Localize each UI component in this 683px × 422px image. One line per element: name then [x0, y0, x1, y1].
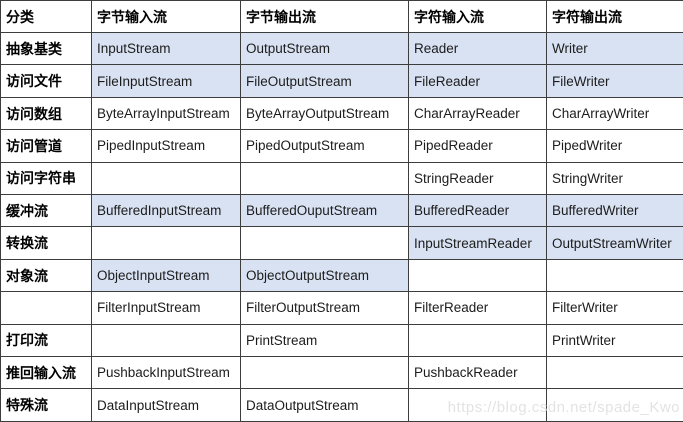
- stream-class-cell: [546, 258, 683, 293]
- stream-class-cell: PrintStream: [240, 323, 409, 358]
- stream-class-cell: PipedInputStream: [91, 129, 241, 163]
- category-cell: 缓冲流: [0, 194, 92, 228]
- stream-class-cell: [240, 226, 409, 260]
- stream-class-cell: [408, 388, 547, 422]
- stream-class-cell: FileInputStream: [91, 64, 241, 98]
- stream-class-cell: FilterWriter: [546, 291, 683, 325]
- stream-class-cell: [91, 226, 241, 260]
- stream-class-cell: [240, 161, 409, 196]
- category-cell: 对象流: [0, 258, 92, 293]
- stream-class-cell: PrintWriter: [546, 323, 683, 358]
- stream-class-cell: OutputStreamWriter: [546, 226, 683, 260]
- stream-class-cell: PipedWriter: [546, 129, 683, 163]
- stream-class-cell: InputStreamReader: [408, 226, 547, 260]
- stream-class-cell: InputStream: [91, 31, 241, 66]
- stream-class-cell: [240, 356, 409, 390]
- stream-class-cell: [408, 323, 547, 358]
- stream-class-cell: BufferedWriter: [546, 194, 683, 228]
- stream-class-cell: StringWriter: [546, 161, 683, 196]
- stream-class-cell: Reader: [408, 31, 547, 66]
- stream-class-cell: PipedReader: [408, 129, 547, 163]
- stream-class-cell: [91, 323, 241, 358]
- category-cell: 访问文件: [0, 64, 92, 98]
- stream-class-cell: ByteArrayInputStream: [91, 96, 241, 131]
- stream-class-cell: [546, 388, 683, 422]
- stream-class-cell: BufferedOuputStream: [240, 194, 409, 228]
- category-cell: 访问字符串: [0, 161, 92, 196]
- header-char-output-stream: 字符输出流: [546, 0, 683, 33]
- category-cell: 特殊流: [0, 388, 92, 422]
- table-row: 打印流 PrintStream PrintWriter: [0, 323, 683, 358]
- stream-class-cell: ByteArrayOutputStream: [240, 96, 409, 131]
- stream-class-cell: FileReader: [408, 64, 547, 98]
- stream-class-cell: [408, 258, 547, 293]
- stream-class-cell: [91, 161, 241, 196]
- stream-class-cell: CharArrayReader: [408, 96, 547, 131]
- stream-class-cell: PipedOutputStream: [240, 129, 409, 163]
- category-cell: 访问管道: [0, 129, 92, 163]
- stream-class-cell: PushbackReader: [408, 356, 547, 390]
- stream-class-cell: PushbackInputStream: [91, 356, 241, 390]
- stream-class-cell: DataInputStream: [91, 388, 241, 422]
- category-cell: 访问数组: [0, 96, 92, 131]
- stream-class-cell: FilterOutputStream: [240, 291, 409, 325]
- stream-class-cell: ObjectOutputStream: [240, 258, 409, 293]
- stream-class-cell: BufferedInputStream: [91, 194, 241, 228]
- header-char-input-stream: 字符输入流: [408, 0, 547, 33]
- stream-class-cell: ObjectInputStream: [91, 258, 241, 293]
- stream-class-cell: Writer: [546, 31, 683, 66]
- stream-class-cell: DataOutputStream: [240, 388, 409, 422]
- header-category: 分类: [0, 0, 92, 33]
- stream-class-cell: StringReader: [408, 161, 547, 196]
- category-cell: [0, 291, 92, 325]
- stream-class-cell: OutputStream: [240, 31, 409, 66]
- category-cell: 抽象基类: [0, 31, 92, 66]
- category-cell: 打印流: [0, 323, 92, 358]
- stream-class-cell: CharArrayWriter: [546, 96, 683, 131]
- header-byte-output-stream: 字节输出流: [240, 0, 409, 33]
- stream-class-cell: FilterReader: [408, 291, 547, 325]
- header-byte-input-stream: 字节输入流: [91, 0, 241, 33]
- stream-class-cell: FilterInputStream: [91, 291, 241, 325]
- stream-class-cell: BufferedReader: [408, 194, 547, 228]
- category-cell: 推回输入流: [0, 356, 92, 390]
- stream-class-cell: [546, 356, 683, 390]
- stream-class-cell: FileOutputStream: [240, 64, 409, 98]
- category-cell: 转换流: [0, 226, 92, 260]
- stream-class-cell: FileWriter: [546, 64, 683, 98]
- header-row: 分类 字节输入流 字节输出流 字符输入流 字符输出流: [0, 0, 683, 33]
